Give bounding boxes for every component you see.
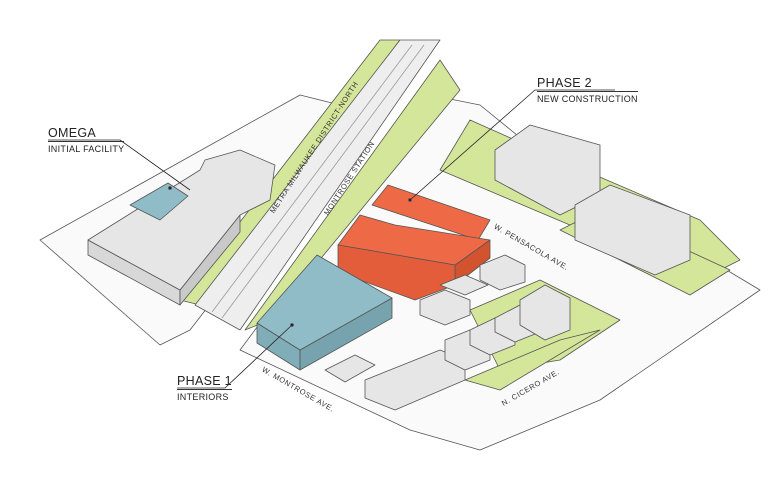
phase2-subtitle: NEW CONSTRUCTION	[537, 94, 638, 104]
apartment	[574, 184, 691, 276]
building	[364, 349, 466, 411]
phase2-rear-roof	[371, 184, 491, 241]
rail-track	[221, 44, 425, 319]
omega-building-roof	[87, 149, 276, 291]
houses	[419, 124, 691, 371]
omega-leader	[48, 139, 191, 191]
phase2-label: PHASE 2 NEW CONSTRUCTION	[537, 76, 638, 104]
house	[479, 254, 526, 291]
phase2-leader	[409, 89, 615, 201]
house	[519, 284, 571, 341]
phase2-title: PHASE 2	[537, 76, 638, 92]
house	[419, 289, 471, 326]
phase2-marker	[408, 198, 412, 202]
phase1-leader	[177, 324, 293, 389]
phase1-label: PHASE 1 INTERIORS	[177, 374, 232, 402]
lawn	[464, 329, 601, 391]
omega-label: OMEGA INITIAL FACILITY	[48, 126, 125, 154]
omega-roof-area	[129, 182, 189, 221]
house	[439, 274, 489, 296]
omega-subtitle: INITIAL FACILITY	[48, 144, 125, 154]
phase1-subtitle: INTERIORS	[177, 392, 229, 402]
omega-marker	[168, 186, 172, 190]
building	[324, 354, 376, 383]
phase1-title: PHASE 1	[177, 374, 232, 390]
omega-title: OMEGA	[48, 126, 125, 142]
rail-corridor	[194, 39, 441, 331]
phase1-marker	[290, 323, 294, 327]
rail-track	[211, 44, 413, 313]
